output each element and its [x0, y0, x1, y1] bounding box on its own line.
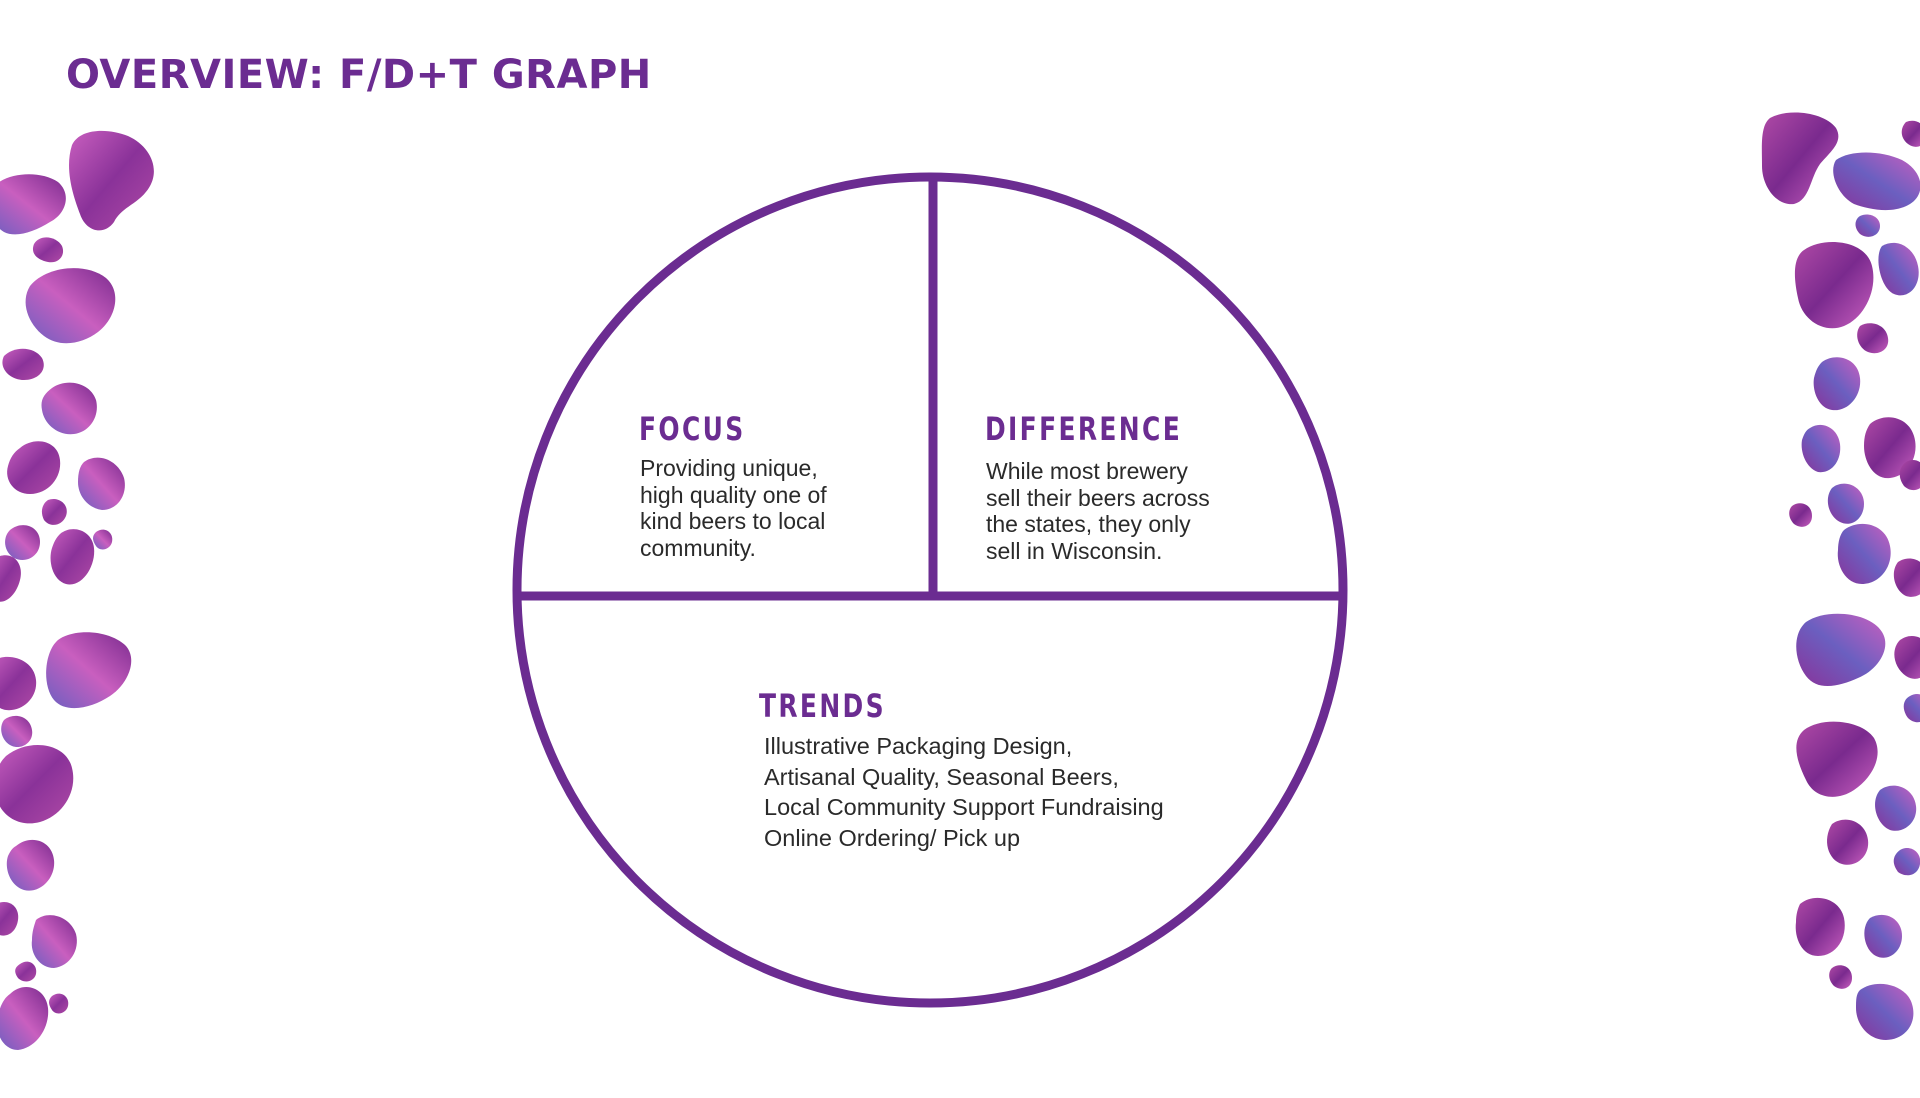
right-decorative-blob-pattern — [1740, 0, 1920, 1098]
trends-heading: TRENDS — [759, 687, 886, 725]
fdt-circle-diagram — [510, 170, 1350, 1010]
left-decorative-blob-pattern — [0, 0, 170, 1098]
focus-description: Providing unique, high quality one of ki… — [640, 455, 827, 561]
difference-description: While most brewery sell their beers acro… — [986, 458, 1210, 564]
difference-heading: DIFFERENCE — [985, 410, 1182, 448]
focus-heading: FOCUS — [639, 410, 746, 448]
trends-description: Illustrative Packaging Design, Artisanal… — [764, 731, 1164, 853]
